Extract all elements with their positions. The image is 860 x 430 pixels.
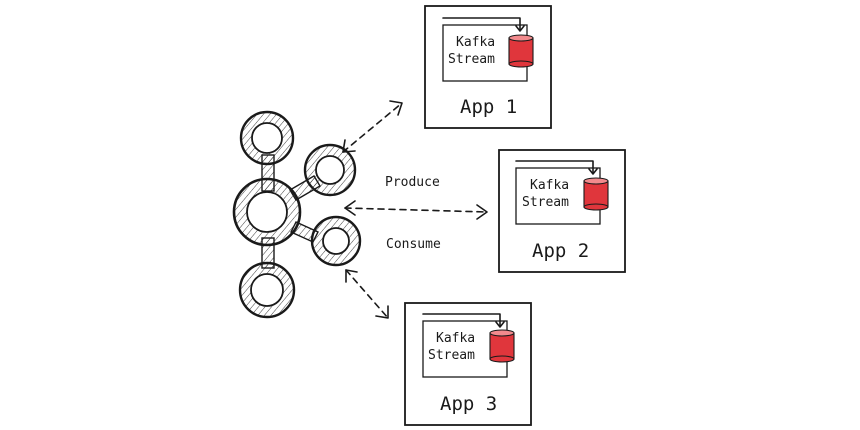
app-3-box: Kafka Stream App 3 — [404, 302, 532, 426]
produce-label: Produce — [385, 175, 440, 190]
app-2-box: Kafka Stream App 2 — [498, 149, 626, 273]
kafka-cluster-icon — [232, 110, 362, 319]
app-2-stream-label-line2: Stream — [522, 195, 569, 210]
database-cylinder-icon — [489, 329, 515, 363]
arrow-to-app-2 — [344, 200, 488, 220]
arrow-to-app-3 — [345, 269, 389, 319]
app-1-stream-label-line2: Stream — [448, 52, 495, 67]
arrow-to-app-1 — [342, 100, 403, 153]
database-cylinder-icon — [508, 34, 534, 68]
app-1-box: Kafka Stream App 1 — [424, 5, 552, 129]
app-3-title: App 3 — [440, 393, 497, 415]
consume-label: Consume — [386, 237, 441, 252]
app-2-stream-label-line1: Kafka — [530, 178, 569, 193]
app-1-title: App 1 — [460, 96, 517, 118]
app-3-stream-label-line2: Stream — [428, 348, 475, 363]
app-2-title: App 2 — [532, 240, 589, 262]
app-3-stream-label-line1: Kafka — [436, 331, 475, 346]
database-cylinder-icon — [583, 177, 609, 211]
app-1-stream-label-line1: Kafka — [456, 35, 495, 50]
